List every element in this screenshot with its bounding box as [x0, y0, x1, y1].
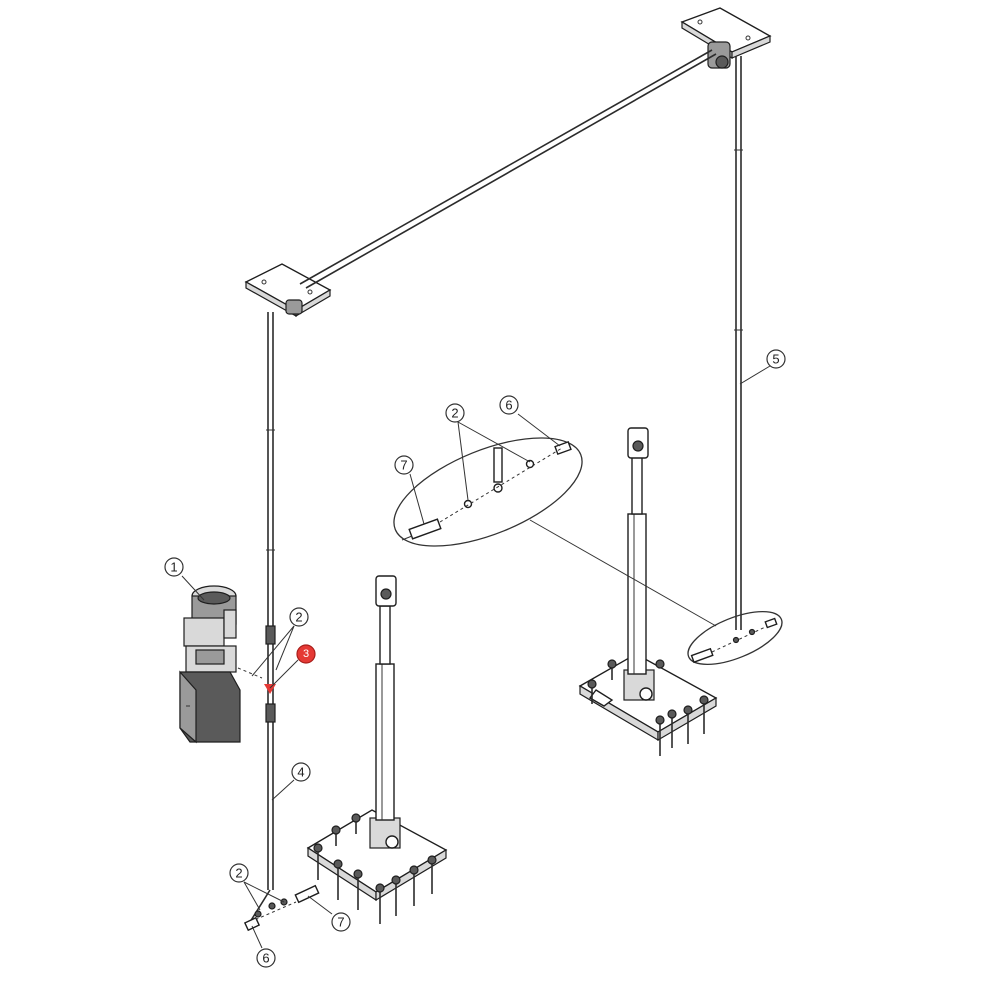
- callout-bubble-2-detail: 2: [445, 403, 465, 423]
- upper-hose-fitting: [265, 625, 276, 645]
- callout-bubble-7-detail: 7: [394, 455, 414, 475]
- callout-label-2-detail: 2: [451, 406, 458, 421]
- callout-bubble-5: 5: [766, 349, 786, 369]
- callout-leaders: [181, 365, 771, 949]
- callout-label-5: 5: [772, 352, 779, 367]
- overhead-hose-run: [244, 7, 772, 890]
- callout-bubble-1: 1: [164, 557, 184, 577]
- top-right-mounting-plate: [680, 7, 772, 69]
- callout-label-7-detail: 7: [400, 458, 407, 473]
- callout-bubble-6-detail: 6: [499, 395, 519, 415]
- detail-connector-line: [529, 519, 717, 627]
- callout-bubble-7-bottom: 7: [331, 912, 351, 932]
- lower-hose-fitting: [265, 703, 276, 723]
- detail-view-lower: [687, 610, 783, 666]
- right-lift-post: [578, 427, 718, 756]
- callout-label-4: 4: [297, 765, 304, 780]
- callout-bubble-4: 4: [291, 762, 311, 782]
- hydraulic-power-unit: [179, 585, 263, 744]
- callout-bubble-2-bottom: 2: [229, 863, 249, 883]
- bottom-left-fitting-assembly: [243, 884, 320, 932]
- detail-view-upper: [393, 437, 583, 547]
- top-left-mounting-plate: [244, 263, 332, 318]
- left-lift-post: [306, 575, 448, 924]
- callout-label-6-detail: 6: [505, 398, 512, 413]
- highlight-marker-label: 3: [303, 648, 309, 660]
- highlighted-fitting-marker: 3: [264, 644, 316, 694]
- callout-label-7-bottom: 7: [337, 915, 344, 930]
- callout-label-2-bottom: 2: [235, 866, 242, 881]
- callout-label-1: 1: [170, 560, 177, 575]
- callout-bubble-2-mid: 2: [289, 607, 309, 627]
- callout-label-6-bottom: 6: [262, 951, 269, 966]
- callout-label-2-mid: 2: [295, 610, 302, 625]
- callout-bubble-6-bottom: 6: [256, 948, 276, 968]
